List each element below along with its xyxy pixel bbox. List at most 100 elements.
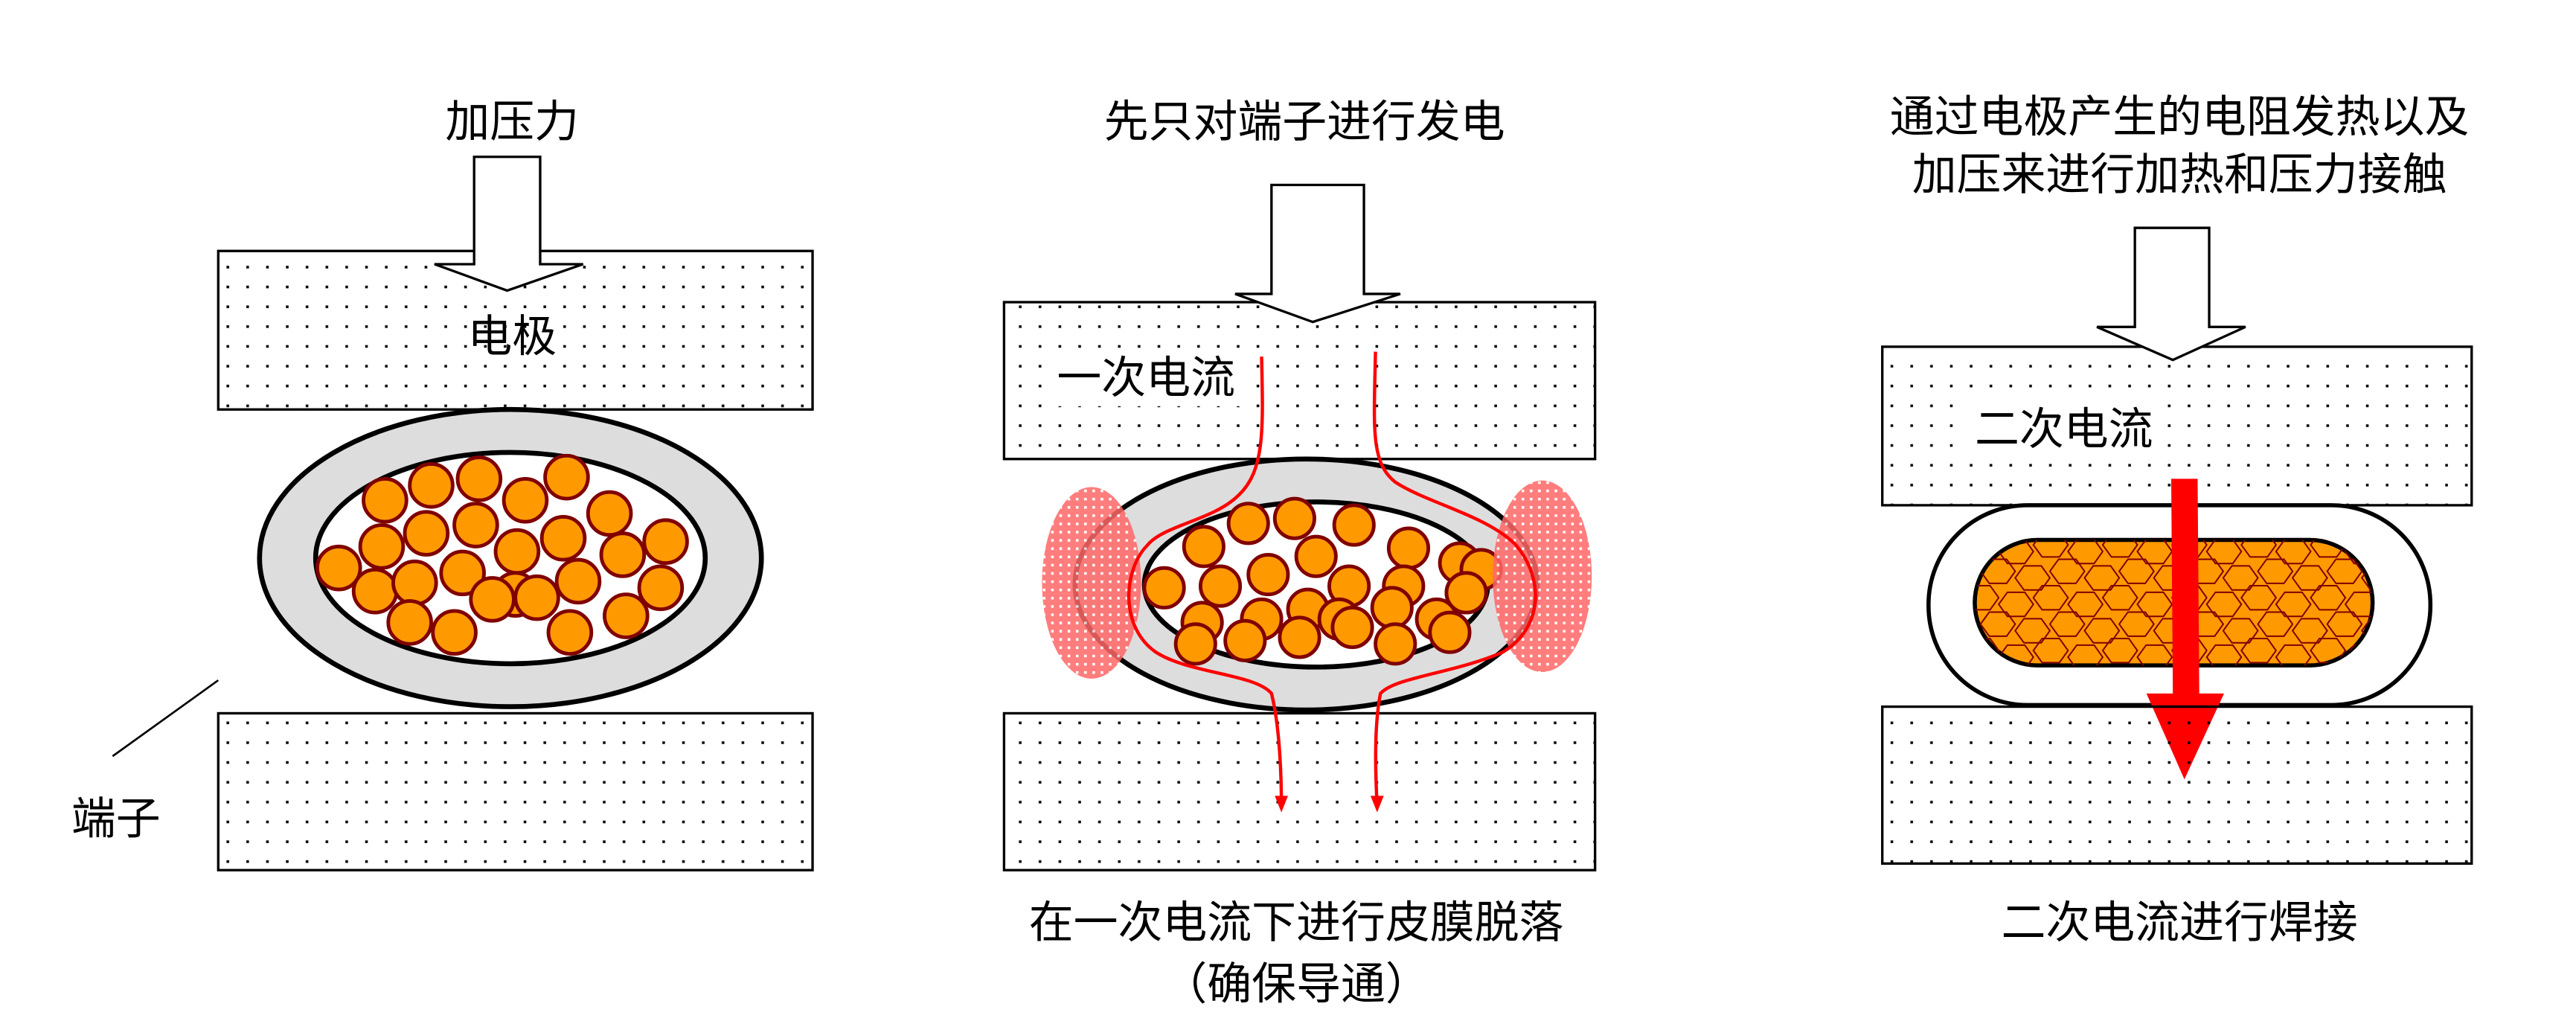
wire-strand: [1246, 553, 1290, 597]
wire-strand: [1374, 622, 1417, 666]
wire-strand: [642, 518, 689, 565]
fused-strand: [2275, 591, 2312, 618]
bottom-electrode: [1881, 705, 2473, 866]
fused-strand: [2101, 584, 2138, 611]
panel3-title-line1: 通过电极产生的电阻发热以及: [1890, 91, 2470, 143]
wire-strand: [546, 609, 594, 656]
panel2-caption-line1: 在一次电流下进行皮膜脱落: [1029, 897, 1564, 949]
primary-current-label: 一次电流: [1057, 352, 1235, 404]
fused-strand: [2014, 565, 2051, 591]
fused-strand: [2222, 565, 2259, 591]
wire-strand: [637, 564, 685, 612]
fused-strand: [2222, 618, 2259, 644]
wire-strand: [1278, 615, 1321, 659]
fused-strand: [2205, 540, 2243, 565]
fused-strand: [2101, 637, 2138, 664]
current-arrowhead-left: [1275, 796, 1288, 813]
fused-strand: [2032, 584, 2069, 611]
fused-strand: [2083, 565, 2121, 591]
electrode-label: 电极: [467, 311, 557, 363]
panel2-title: 先只对端子进行发电: [1104, 96, 1505, 148]
wire-strand: [1142, 566, 1186, 610]
current-arrowhead-right: [1370, 796, 1384, 813]
wire-strand: [1182, 525, 1225, 569]
panel3-caption: 二次电流进行焊接: [2002, 897, 2358, 949]
wire-strand: [452, 502, 499, 548]
wire-strand: [391, 559, 438, 607]
fused-strand: [2083, 618, 2121, 644]
fused-strand: [2205, 644, 2243, 666]
wire-strand: [1226, 502, 1270, 546]
fused-strand: [2136, 540, 2173, 565]
wire-strand: [439, 549, 486, 597]
wire-strand: [1332, 503, 1376, 547]
fused-strand: [2275, 540, 2312, 565]
wire-strand: [408, 462, 455, 509]
terminal-leader-line: [112, 679, 220, 758]
wire-strand: [362, 476, 408, 524]
heat-zone-left: [1042, 487, 1141, 679]
fused-strand: [2067, 540, 2104, 565]
current-path-right: [1372, 351, 1537, 806]
heat-zone-right: [1493, 480, 1592, 672]
secondary-current-label: 二次电流: [1975, 403, 2153, 455]
wire-strand: [599, 531, 647, 578]
wire-strand: [513, 574, 560, 621]
panel2-caption-line2: （确保导通）: [1162, 958, 1429, 1010]
wire-strand: [1272, 496, 1316, 540]
wire-strand: [493, 528, 541, 575]
wire-strands: [315, 453, 689, 656]
bottom-electrode: [217, 711, 814, 871]
fused-strand: [2136, 644, 2173, 666]
fused-strand: [2032, 637, 2069, 664]
panel-secondary-current: 通过电极产生的电阻发热以及 加压来进行加热和压力接触 二次电流 二次电流进行焊接: [1881, 91, 2473, 949]
wire-strand: [1198, 564, 1243, 608]
fused-strand: [2291, 618, 2328, 644]
fused-strand: [2310, 540, 2347, 558]
fused-strand: [2291, 565, 2328, 591]
wire-strand: [1444, 571, 1488, 615]
bottom-electrode: [1002, 711, 1597, 871]
wire-strand: [1386, 526, 1431, 570]
fused-strand: [2326, 611, 2363, 637]
fused-strand: [2326, 558, 2363, 584]
wire-strand: [502, 476, 549, 524]
secondary-current-arrow-icon: [2146, 479, 2224, 780]
wire-strand: [386, 599, 433, 646]
wire-strand: [351, 567, 399, 615]
wire-strand: [1294, 534, 1338, 578]
terminal-label: 端子: [71, 793, 161, 845]
fused-strand: [2118, 611, 2155, 637]
wire-strand: [586, 490, 633, 537]
pressure-arrow-icon: [1234, 183, 1401, 324]
panel-primary-current: 先只对端子进行发电 一次电流 在一次电流下进行皮膜脱落 （确保导通）: [1002, 96, 1597, 1010]
panel3-title-line2: 加压来进行加热和压力接触: [1912, 149, 2447, 201]
fused-strand: [1974, 584, 2000, 611]
fused-strand: [1979, 611, 2016, 637]
fused-strand: [2048, 558, 2086, 584]
wire-strand: [431, 609, 478, 656]
fused-strand: [2136, 591, 2173, 618]
wire-strand: [403, 510, 450, 557]
fused-strand: [2360, 618, 2373, 644]
pressure-arrow-icon: [2096, 226, 2246, 362]
pressure-arrow-icon: [434, 156, 584, 292]
fused-strand: [2118, 558, 2155, 584]
fused-strand: [2067, 591, 2104, 618]
fused-strand: [2257, 611, 2294, 637]
wire-strand: [315, 544, 362, 592]
wire-strand: [539, 514, 587, 562]
fused-strand: [2240, 540, 2278, 558]
fused-strand: [2032, 540, 2069, 558]
wire-strand: [1330, 606, 1374, 650]
wire-strand: [543, 453, 590, 501]
wire-strand: [603, 592, 650, 639]
fused-strand: [2101, 540, 2138, 558]
fused-strand: [2014, 618, 2051, 644]
wire-strand: [358, 523, 406, 570]
fused-strand: [2240, 637, 2278, 664]
current-path-left: [1127, 356, 1284, 806]
wire-strand: [1173, 622, 1217, 666]
fused-strand: [2310, 584, 2347, 611]
